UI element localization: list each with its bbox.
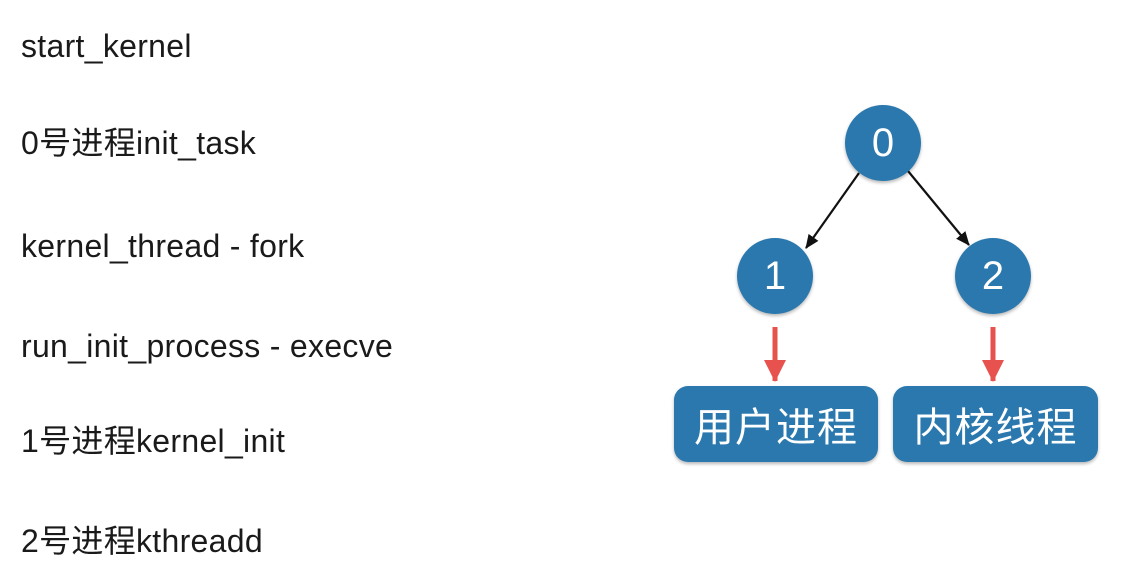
boot-step-start-kernel: start_kernel (21, 28, 192, 64)
kernel-thread-box: 内核线程 (893, 386, 1098, 462)
edge-0-to-1-arrow (805, 172, 860, 249)
process-node-0: 0 (845, 105, 921, 181)
boot-step-kernel-thread: kernel_thread - fork (21, 228, 305, 264)
boot-step-run-init-process: run_init_process - execve (21, 328, 394, 364)
user-process-box: 用户进程 (674, 386, 878, 462)
process-node-1: 1 (737, 238, 813, 314)
edge-0-to-2-arrow (907, 170, 970, 246)
boot-step-init-task: 0号进程init_task (21, 125, 257, 161)
process-node-2: 2 (955, 238, 1031, 314)
boot-step-kernel-init: 1号进程kernel_init (21, 423, 286, 459)
boot-step-kthreadd: 2号进程kthreadd (21, 523, 263, 559)
